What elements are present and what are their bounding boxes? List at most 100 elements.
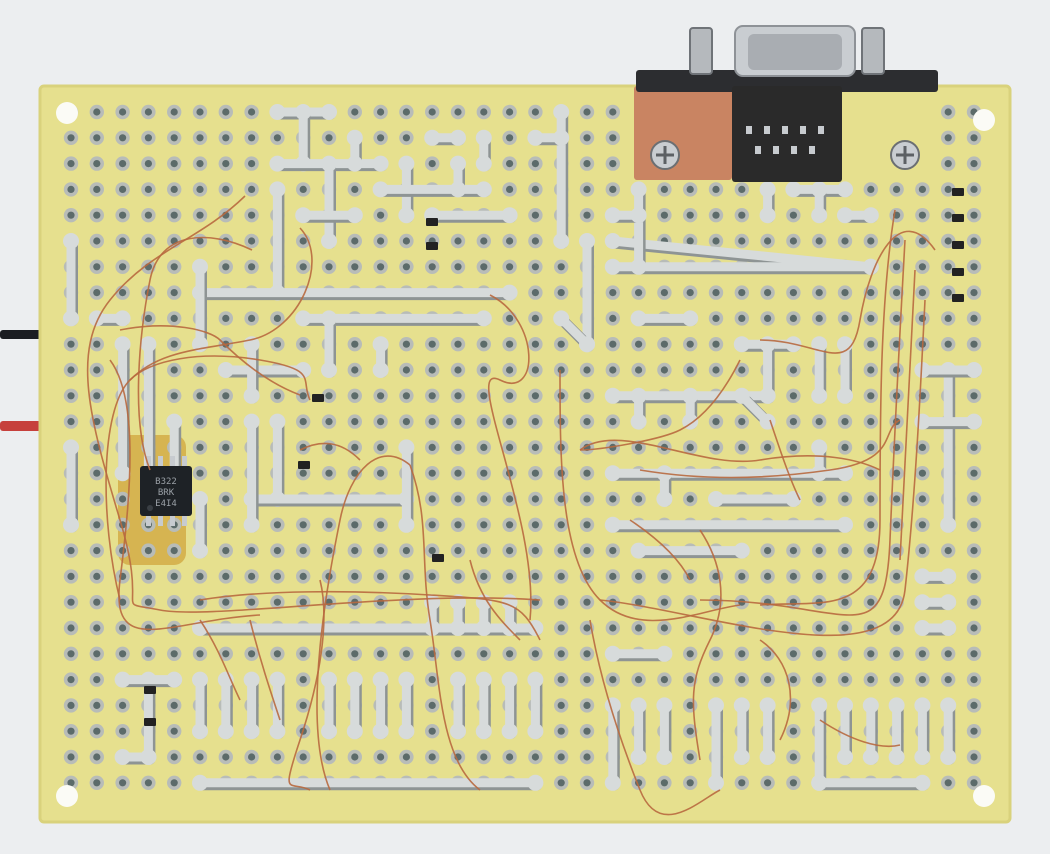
solder-joint — [475, 155, 492, 172]
hole — [841, 650, 849, 658]
smd-component — [312, 394, 324, 402]
hole — [480, 392, 488, 400]
hole — [273, 547, 281, 555]
solder-joint — [63, 233, 79, 249]
hole — [196, 160, 204, 168]
ic-marking-line-1: B322 — [155, 477, 177, 487]
solder-joint — [63, 516, 79, 533]
hole — [918, 211, 927, 219]
hole — [789, 314, 798, 322]
solder-joint — [837, 697, 853, 714]
ic-marking-line-2: BRK — [158, 488, 175, 498]
hole — [557, 392, 565, 400]
solder-joint — [269, 155, 286, 172]
hole — [789, 779, 798, 787]
hole — [93, 650, 101, 658]
solder-joint — [424, 620, 441, 636]
hole — [480, 340, 488, 348]
hole — [815, 676, 823, 684]
hole — [789, 211, 798, 219]
hole — [93, 495, 101, 503]
hole — [815, 572, 823, 581]
hole — [402, 237, 410, 245]
solder-joint — [837, 336, 853, 353]
hole — [867, 469, 875, 477]
solder-joint — [604, 645, 621, 662]
hole — [609, 134, 617, 142]
solder-joint — [398, 439, 415, 456]
hole — [273, 598, 281, 606]
hole — [944, 185, 952, 193]
hole — [351, 521, 359, 529]
hole — [686, 701, 694, 710]
solder-joint — [630, 258, 647, 275]
solder-joint — [604, 516, 621, 533]
solder-joint — [63, 310, 79, 327]
hole — [970, 727, 978, 735]
hole — [789, 418, 798, 426]
hole — [583, 727, 591, 735]
solder-joint — [656, 491, 673, 507]
hole — [789, 753, 798, 761]
hole — [119, 495, 127, 503]
hole — [170, 366, 178, 374]
hole — [867, 340, 875, 348]
hole — [841, 495, 849, 503]
wire — [288, 579, 325, 791]
hole — [170, 134, 178, 142]
solder-joint — [192, 671, 208, 688]
solder-joint — [656, 645, 673, 662]
solder-joint — [321, 310, 337, 327]
hole — [583, 650, 591, 658]
hole — [351, 443, 359, 451]
solder-joint — [811, 465, 828, 482]
solder-joint — [682, 387, 699, 404]
hole — [918, 547, 927, 555]
hole — [222, 314, 230, 322]
hole — [867, 547, 875, 555]
hole — [222, 160, 230, 168]
solder-joint — [914, 362, 931, 378]
hole — [377, 753, 385, 761]
screw-slot — [896, 146, 914, 164]
hole — [712, 443, 720, 451]
hole — [635, 340, 643, 348]
solder-joint — [811, 181, 828, 198]
hole — [93, 108, 101, 116]
hole — [273, 572, 281, 581]
solder-joint — [604, 697, 621, 714]
hole — [93, 418, 101, 426]
hole — [67, 134, 75, 142]
solder-joint — [604, 258, 621, 275]
hole — [686, 753, 694, 761]
hole — [686, 366, 694, 374]
mounting-hole — [56, 785, 78, 807]
hole — [918, 185, 927, 193]
hole — [815, 418, 823, 426]
connector-clip-left — [689, 27, 713, 75]
hole — [480, 469, 488, 477]
hole — [119, 598, 127, 606]
hole — [789, 598, 798, 606]
hole — [170, 753, 178, 761]
hole — [144, 650, 152, 658]
hole — [867, 366, 875, 374]
connector-pins — [746, 126, 824, 154]
wire — [199, 590, 541, 641]
hole — [712, 340, 720, 348]
hole — [712, 314, 720, 322]
hole — [686, 340, 694, 348]
hole — [557, 624, 565, 632]
hole — [402, 547, 410, 555]
hole — [789, 237, 798, 245]
hole — [686, 211, 694, 219]
solder-joint — [372, 362, 389, 378]
red-cable — [0, 421, 48, 431]
hole — [970, 443, 978, 451]
hole — [170, 263, 178, 271]
wire — [589, 619, 721, 816]
hole — [531, 211, 540, 219]
hole — [609, 340, 617, 348]
hole — [789, 443, 798, 451]
